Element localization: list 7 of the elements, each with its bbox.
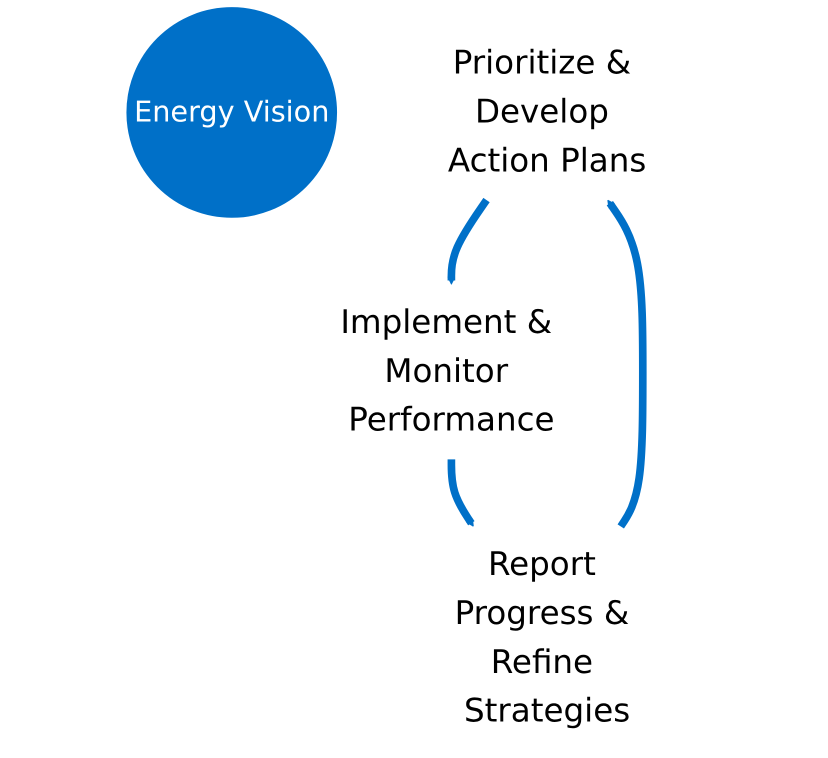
node-text: Report Progress & Refine Strategies	[455, 546, 631, 730]
arrow	[607, 200, 648, 529]
node-text: Implement & Monitor Performance	[340, 303, 555, 440]
node-text: Prioritize & Develop Action Plans	[448, 44, 647, 180]
arrow	[448, 198, 490, 285]
arrow	[448, 459, 475, 527]
node-circle: Energy Vision	[126, 7, 338, 218]
